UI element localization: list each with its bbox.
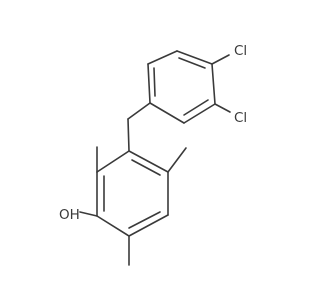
hydroxyl-label: OH — [59, 207, 80, 223]
bond — [176, 50, 213, 65]
dichlorophenyl-ring — [147, 50, 216, 124]
bond — [211, 63, 216, 105]
methyl-bond — [167, 147, 187, 173]
methylene-bond — [127, 118, 130, 152]
bond — [128, 150, 169, 173]
bond — [128, 214, 169, 237]
double-bond — [153, 67, 156, 97]
bond — [96, 215, 130, 237]
double-bond — [131, 159, 161, 176]
c-o-bond — [79, 211, 98, 217]
structure-diagram: Cl Cl OH — [59, 43, 247, 266]
double-bond — [183, 99, 209, 116]
bond — [183, 103, 216, 124]
double-bond — [128, 211, 161, 229]
bond — [147, 50, 178, 65]
c-cl-bond — [214, 103, 231, 113]
bond — [147, 63, 151, 104]
bond — [96, 150, 130, 173]
phenol-ring — [96, 150, 169, 237]
methylene-bond — [127, 102, 151, 120]
chlorine-label-top: Cl — [234, 43, 247, 59]
chlorine-label-bottom: Cl — [234, 110, 247, 126]
double-bond — [178, 57, 206, 69]
c-cl-bond — [211, 54, 230, 65]
bond — [149, 102, 185, 124]
